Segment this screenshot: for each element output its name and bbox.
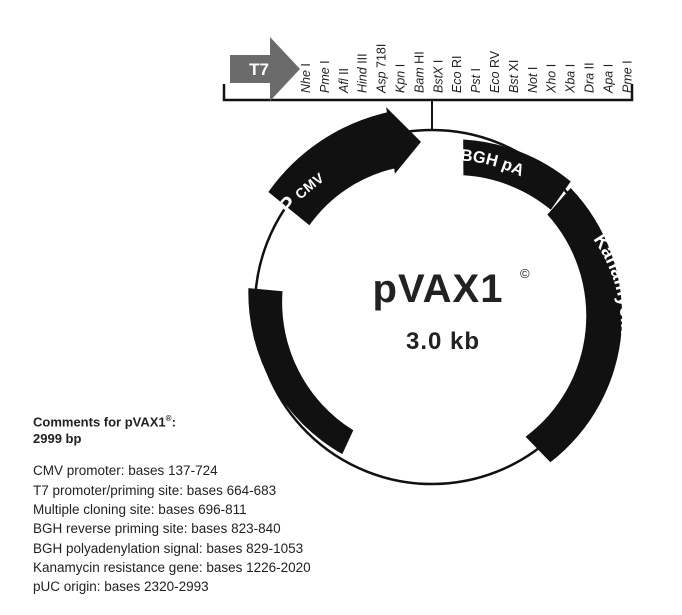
comments-title-text: Comments for pVAX1 <box>33 414 166 430</box>
mcs-site-name: Dra <box>583 73 597 93</box>
mcs-site-suffix: I <box>469 68 483 71</box>
mcs-site-label: Bam HI <box>412 51 426 93</box>
mcs-bracket <box>222 84 634 102</box>
mcs-site-label: Kpn I <box>394 64 408 93</box>
mcs-site-suffix: HI <box>412 51 426 64</box>
mcs-site-suffix: I <box>394 64 408 67</box>
mcs-site-name: Asp <box>375 71 389 94</box>
mcs-site-label: Bst XI <box>507 60 521 93</box>
mcs-site-name: Bam <box>412 67 426 93</box>
mcs-site-label: Hind III <box>356 53 370 93</box>
comment-line: Kanamycin resistance gene: bases 1226-20… <box>33 559 311 575</box>
comments-title: Comments for pVAX1®: <box>33 410 363 430</box>
kanamycin-segment: Kanamycin <box>525 188 637 463</box>
pcmv-promoter-segment: P CMV <box>268 107 421 226</box>
mcs-site-suffix: XI <box>507 60 521 72</box>
mcs-site-label: Not I <box>526 67 540 93</box>
mcs-site-name: Pme <box>318 67 332 93</box>
mcs-site-label: Dra II <box>583 62 597 93</box>
comments-title-mark: ® <box>165 414 172 423</box>
mcs-site-label: Pme I <box>620 60 634 93</box>
comments-title-colon: : <box>171 414 176 430</box>
mcs-site-name: Nhe <box>299 70 313 93</box>
mcs-site-suffix: I <box>620 60 634 63</box>
comment-line: Multiple cloning site: bases 696-811 <box>33 501 247 517</box>
mcs-site-name: Pst <box>469 74 483 93</box>
mcs-site-label: Pme I <box>318 60 332 93</box>
comment-line: BGH reverse priming site: bases 823-840 <box>33 521 281 537</box>
comment-line: T7 promoter/priming site: bases 664-683 <box>33 482 277 498</box>
mcs-site-name: Bst <box>507 74 521 93</box>
mcs-site-name: Afl <box>337 77 351 94</box>
mcs-site-suffix: III <box>356 53 370 63</box>
mcs-site-suffix: 718I <box>375 44 389 68</box>
mcs-site-name: Hind <box>356 66 370 93</box>
comments-list: CMV promoter: bases 137-724 T7 promoter/… <box>33 461 363 596</box>
mcs-site-label: Xba I <box>564 64 578 94</box>
mcs-site-suffix: I <box>601 64 615 67</box>
mcs-site-name: Eco <box>488 71 502 93</box>
mcs-site-label: Apa I <box>601 64 615 94</box>
comment-line: BGH polyadenylation signal: bases 829-10… <box>33 540 304 556</box>
mcs-site-name: Xho <box>545 71 559 94</box>
mcs-site-name: Xba <box>564 71 578 94</box>
t7-label: T7 <box>249 60 269 79</box>
mcs-site-label: Asp 718I <box>375 44 389 94</box>
plasmid-name-mark: © <box>520 266 530 281</box>
mcs-site-name: BstX <box>431 66 445 93</box>
mcs-site-suffix: II <box>337 68 351 75</box>
mcs-site-suffix: RV <box>488 50 502 68</box>
plasmid-name: pVAX1 <box>373 267 504 311</box>
mcs-site-name: Eco <box>450 71 464 93</box>
mcs-site-suffix: II <box>583 62 597 69</box>
mcs-site-label: BstX I <box>431 60 445 93</box>
mcs-site-suffix: I <box>526 67 540 70</box>
comment-line: pUC origin: bases 2320-2993 <box>33 579 209 595</box>
comments-panel: Comments for pVAX1®: 2999 bp CMV promote… <box>33 410 363 596</box>
mcs-site-label: Eco RV <box>488 50 502 93</box>
mcs-site-suffix: I <box>431 60 445 63</box>
mcs-site-suffix: I <box>564 64 578 67</box>
mcs-site-suffix: I <box>545 64 559 67</box>
mcs-site-label: Eco RI <box>450 55 464 93</box>
comment-line: CMV promoter: bases 137-724 <box>33 463 218 479</box>
bgh-pa-segment: BGH pA <box>460 139 571 210</box>
comments-size: 2999 bp <box>33 431 82 447</box>
mcs-site-suffix: RI <box>450 55 464 68</box>
mcs-site-name: Kpn <box>394 71 408 93</box>
plasmid-size: 3.0 kb <box>406 328 480 355</box>
mcs-site-suffix: I <box>299 63 313 66</box>
mcs-site-suffix: I <box>318 60 332 63</box>
t7-promoter-arrow: T7 <box>230 37 300 101</box>
mcs-site-name: Apa <box>601 71 615 94</box>
mcs-site-label: Afl II <box>337 68 351 94</box>
mcs-site-name: Pme <box>620 67 634 93</box>
mcs-site-label: Pst I <box>469 68 483 93</box>
mcs-site-label: Nhe I <box>299 63 313 93</box>
mcs-site-name: Not <box>526 73 540 93</box>
mcs-site-label: Xho I <box>545 64 559 94</box>
